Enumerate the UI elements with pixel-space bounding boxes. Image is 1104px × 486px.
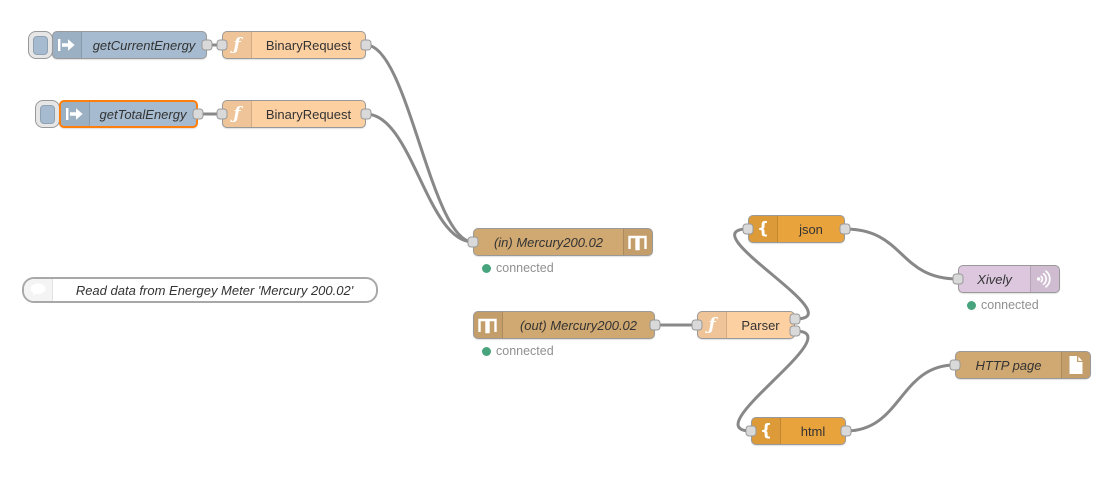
node-label: BinaryRequest bbox=[265, 106, 352, 122]
output-port[interactable] bbox=[789, 313, 801, 325]
status-dot bbox=[482, 263, 491, 273]
output-port[interactable] bbox=[192, 108, 204, 120]
node-binary-request-1[interactable]: ƒ BinaryRequest bbox=[222, 31, 366, 59]
input-port[interactable] bbox=[949, 359, 961, 371]
function-f-icon: ƒ bbox=[223, 101, 252, 127]
wire[interactable] bbox=[733, 227, 810, 321]
status-text: connected bbox=[496, 261, 554, 275]
node-label: (out) Mercury200.02 bbox=[519, 317, 638, 333]
input-port[interactable] bbox=[691, 319, 703, 331]
node-label: Parser bbox=[741, 317, 780, 333]
function-f-icon: ƒ bbox=[698, 312, 727, 338]
wireless-icon bbox=[1030, 266, 1059, 292]
input-port[interactable] bbox=[216, 108, 228, 120]
status-indicator: connected bbox=[482, 261, 554, 275]
inject-arrow-icon bbox=[53, 32, 82, 58]
status-dot bbox=[482, 346, 491, 356]
node-html[interactable]: { html bbox=[751, 417, 846, 445]
wire[interactable] bbox=[736, 329, 810, 433]
output-port[interactable] bbox=[201, 39, 213, 51]
node-label: getTotalEnergy bbox=[99, 106, 187, 122]
input-port[interactable] bbox=[745, 425, 757, 437]
wire[interactable] bbox=[364, 112, 475, 244]
node-label: Xively bbox=[977, 271, 1012, 287]
node-inject-total[interactable]: getTotalEnergy bbox=[59, 100, 198, 128]
wire[interactable] bbox=[364, 43, 475, 244]
curly-brace-icon: { bbox=[752, 418, 781, 444]
node-inject-current[interactable]: getCurrentEnergy bbox=[52, 31, 207, 59]
square-wave-icon bbox=[474, 312, 503, 338]
input-port[interactable] bbox=[952, 273, 964, 285]
wire[interactable] bbox=[844, 363, 957, 433]
inject-arrow-icon bbox=[61, 102, 90, 126]
output-port[interactable] bbox=[840, 425, 852, 437]
node-label: (in) Mercury200.02 bbox=[493, 234, 604, 250]
node-binary-request-2[interactable]: ƒ BinaryRequest bbox=[222, 100, 366, 128]
input-port[interactable] bbox=[742, 223, 754, 235]
node-label: getCurrentEnergy bbox=[92, 37, 196, 53]
output-port[interactable] bbox=[839, 223, 851, 235]
node-label: BinaryRequest bbox=[265, 37, 352, 53]
node-json[interactable]: { json bbox=[748, 215, 845, 243]
status-text: connected bbox=[981, 298, 1039, 312]
node-label: html bbox=[800, 423, 826, 439]
node-label: Read data from Energey Meter 'Mercury 20… bbox=[75, 282, 354, 298]
input-port[interactable] bbox=[216, 39, 228, 51]
output-port[interactable] bbox=[649, 319, 661, 331]
status-dot bbox=[967, 300, 976, 310]
output-port[interactable] bbox=[789, 325, 801, 337]
comment-bubble-icon bbox=[24, 279, 53, 301]
square-wave-icon bbox=[623, 229, 652, 255]
function-f-icon: ƒ bbox=[223, 32, 252, 58]
node-label: json bbox=[799, 221, 823, 237]
node-http-page[interactable]: HTTP page bbox=[955, 351, 1091, 379]
inject-button-face bbox=[33, 35, 48, 55]
status-indicator: connected bbox=[482, 344, 554, 358]
document-icon bbox=[1061, 352, 1090, 378]
status-indicator: connected bbox=[967, 298, 1039, 312]
inject-button[interactable] bbox=[28, 31, 53, 59]
wire[interactable] bbox=[843, 227, 960, 281]
status-text: connected bbox=[496, 344, 554, 358]
node-label: HTTP page bbox=[975, 357, 1042, 373]
node-xively[interactable]: Xively bbox=[958, 265, 1060, 293]
output-port[interactable] bbox=[360, 39, 372, 51]
curly-brace-icon: { bbox=[749, 216, 778, 242]
input-port[interactable] bbox=[467, 236, 479, 248]
node-serial-in[interactable]: (in) Mercury200.02 bbox=[473, 228, 653, 256]
node-comment[interactable]: Read data from Energey Meter 'Mercury 20… bbox=[22, 277, 378, 303]
node-parser[interactable]: ƒ Parser bbox=[697, 311, 795, 339]
node-serial-out[interactable]: (out) Mercury200.02 bbox=[473, 311, 655, 339]
inject-button[interactable] bbox=[35, 100, 60, 128]
output-port[interactable] bbox=[360, 108, 372, 120]
inject-button-face bbox=[40, 104, 55, 124]
